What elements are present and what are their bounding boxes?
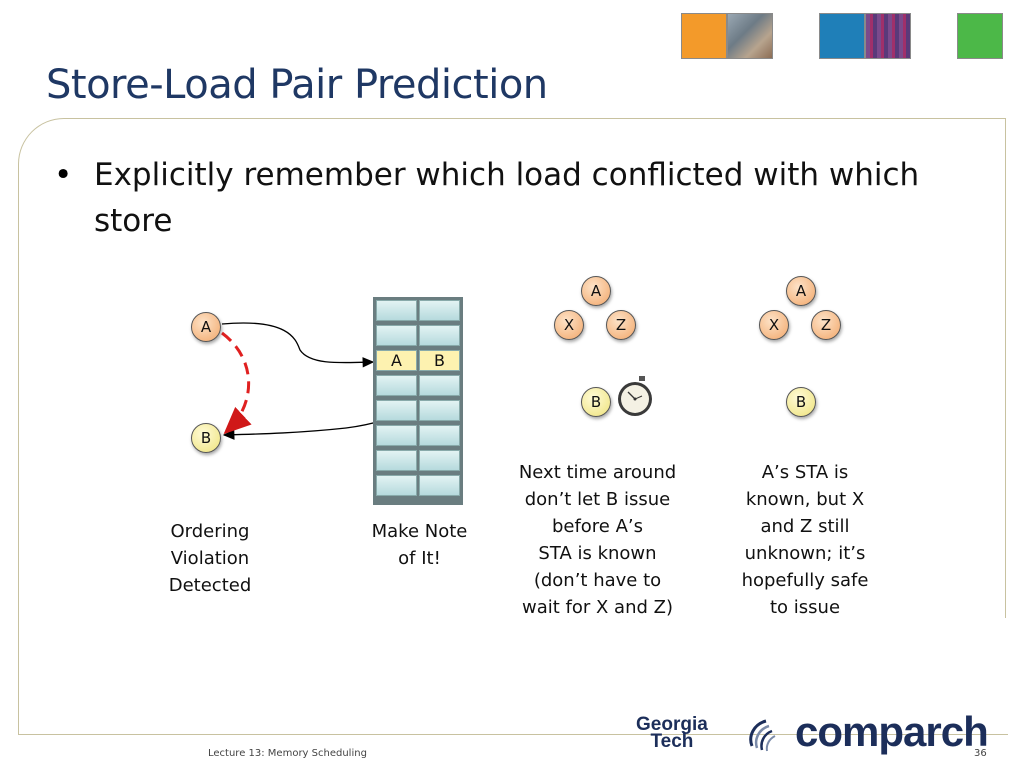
table-cell — [376, 450, 417, 471]
table-cell — [419, 475, 460, 496]
header-square-photo-2 — [865, 13, 911, 59]
frame-bottom-line — [18, 734, 1008, 735]
caption-next-time: Next time around don’t let B issue befor… — [500, 459, 695, 621]
caption-line: (don’t have to — [533, 570, 662, 591]
bullet-dot: • — [54, 157, 73, 193]
caption-sta-known: A’s STA is known, but X and Z still unkn… — [725, 459, 885, 621]
gt-line1: Georgia — [636, 714, 708, 735]
node-x: X — [759, 310, 789, 340]
node-z: Z — [606, 310, 636, 340]
table-cell — [376, 325, 417, 346]
georgia-tech-emblem-icon — [749, 719, 776, 752]
arrow-a-to-table — [221, 322, 375, 368]
caption-line: hopefully safe — [741, 570, 869, 591]
dashed-violation-arrow — [221, 331, 252, 435]
page-number: 36 — [974, 748, 987, 759]
store-load-pair-table: A B — [373, 297, 463, 505]
caption-line: and Z still — [760, 516, 850, 537]
georgia-tech-logo: Georgia Tech — [636, 714, 708, 752]
caption-line: STA is known — [538, 543, 657, 564]
node-z: Z — [811, 310, 841, 340]
node-b: B — [191, 423, 221, 453]
caption-line: wait for X and Z) — [522, 597, 673, 618]
table-cell — [376, 300, 417, 321]
table-cell — [419, 400, 460, 421]
caption-make-note: Make Note of It! — [371, 521, 468, 569]
node-a: A — [786, 276, 816, 306]
node-b: B — [581, 387, 611, 417]
header-square-photo-1 — [727, 13, 773, 59]
table-cell — [376, 425, 417, 446]
table-cell — [419, 375, 460, 396]
header-square-orange — [681, 13, 727, 59]
table-cell — [419, 450, 460, 471]
caption-line: unknown; it’s — [744, 543, 866, 564]
footer-lecture-title: Lecture 13: Memory Scheduling — [208, 748, 367, 759]
gt-line2: Tech — [650, 731, 694, 752]
comparch-logo: comparch — [795, 708, 989, 755]
stopwatch-icon — [618, 376, 652, 416]
caption-line: to issue — [769, 597, 841, 618]
table-cell — [376, 400, 417, 421]
node-b: B — [786, 387, 816, 417]
content-frame — [18, 118, 1005, 735]
node-a: A — [191, 312, 221, 342]
caption-line: known, but X — [745, 489, 865, 510]
header-square-blue — [819, 13, 865, 59]
frame-right-line — [1005, 118, 1006, 618]
caption-line: don’t let B issue — [524, 489, 671, 510]
table-cell-b: B — [419, 350, 460, 371]
table-cell-a: A — [376, 350, 417, 371]
table-cell — [419, 425, 460, 446]
caption-ordering-violation: Ordering Violation Detected — [168, 521, 252, 596]
node-x: X — [554, 310, 584, 340]
bullet-text: Explicitly remember which load conflicte… — [94, 157, 920, 239]
table-cell — [376, 375, 417, 396]
node-a: A — [581, 276, 611, 306]
slide-title: Store-Load Pair Prediction — [46, 62, 548, 108]
header-square-green — [957, 13, 1003, 59]
caption-line: A’s STA is — [761, 462, 849, 483]
caption-line: before A’s — [551, 516, 644, 537]
table-cell — [376, 475, 417, 496]
caption-line: Next time around — [518, 462, 677, 483]
table-cell — [419, 325, 460, 346]
table-cell — [419, 300, 460, 321]
